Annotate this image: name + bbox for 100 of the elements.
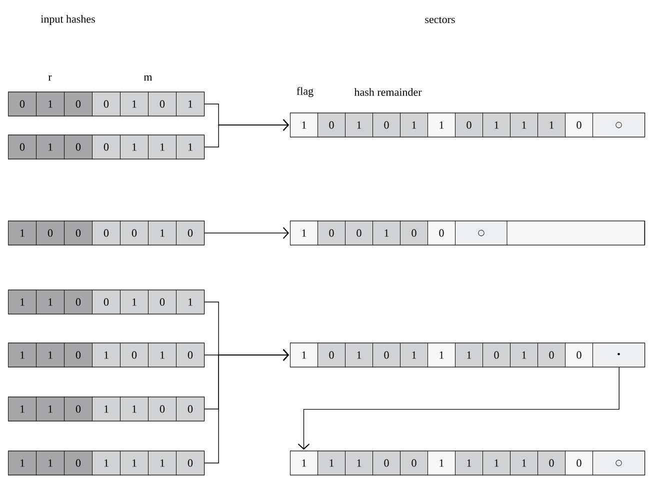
bit-cell: 1 [345, 342, 373, 368]
field-label: flag [296, 86, 314, 98]
bit-cell: 1 [8, 220, 36, 246]
flag-cell: 1 [290, 342, 318, 368]
hash-row [8, 220, 205, 246]
hash-row [8, 396, 205, 422]
bit-cell: 0 [64, 134, 92, 160]
bit-cell: 0 [92, 92, 120, 116]
bit-cell: 1 [92, 396, 120, 422]
bit-cell: 0 [318, 220, 346, 246]
bit-cell: 0 [318, 112, 346, 138]
field-label: hash remainder [354, 88, 422, 96]
bit-cell: 0 [120, 342, 148, 368]
bit-cell: 1 [36, 290, 64, 314]
hash-row [8, 290, 205, 314]
bit-cell: 1 [36, 342, 64, 368]
bit-cell: 1 [482, 112, 510, 138]
bit-cell: 1 [36, 396, 64, 422]
bit-cell: 1 [120, 134, 148, 160]
bit-cell: 1 [400, 112, 428, 138]
bit-cell: 0 [64, 450, 92, 476]
section-heading: input hashes [40, 15, 95, 25]
bit-cell: 1 [92, 342, 120, 368]
bit-cell: 0 [176, 450, 204, 476]
bit-cell: 1 [8, 342, 36, 368]
bit-cell: 0 [455, 112, 483, 138]
bit-cell: 1 [92, 450, 120, 476]
bit-cell: 1 [120, 92, 148, 116]
bit-cell: 1 [36, 134, 64, 160]
bit-cell: 0 [148, 396, 176, 422]
bit-cell: 0 [8, 134, 36, 160]
bit-cell: 0 [176, 220, 204, 246]
bit-cell: 1 [510, 112, 538, 138]
bit-cell: 0 [36, 220, 64, 246]
arrow [204, 349, 289, 464]
hash-row [8, 134, 205, 160]
bit-cell: 1 [176, 92, 204, 116]
pointer-cell: ○ [592, 112, 645, 138]
bit-cell: 0 [372, 112, 400, 138]
hash-row [8, 450, 205, 476]
bit-cell: 0 [92, 134, 120, 160]
bit-cell: 1 [510, 342, 538, 368]
bit-cell: 1 [148, 134, 176, 160]
bit-cell: 1 [455, 450, 483, 476]
bit-cell: 0 [120, 220, 148, 246]
bit-cell: 0 [64, 290, 92, 314]
bit-cell: 0 [538, 450, 566, 476]
flag-cell: 0 [428, 220, 456, 246]
bit-cell: 1 [345, 112, 373, 138]
arrow [204, 119, 289, 148]
bit-cell: 1 [482, 450, 510, 476]
bit-cell: 0 [176, 342, 204, 368]
bit-cell: 1 [455, 342, 483, 368]
bit-cell: 0 [92, 220, 120, 246]
bit-cell: 0 [64, 342, 92, 368]
bit-cell: 1 [148, 342, 176, 368]
bit-cell: 1 [36, 92, 64, 116]
bit-cell: 1 [372, 220, 400, 246]
flag-cell: 1 [428, 342, 456, 368]
bit-cell: 0 [345, 220, 373, 246]
bit-cell: 0 [148, 92, 176, 116]
bit-cell: 1 [176, 134, 204, 160]
flag-cell: 0 [565, 112, 593, 138]
pointer-cell: • [592, 342, 645, 368]
arrow [204, 227, 289, 239]
bit-cell: 0 [538, 342, 566, 368]
bit-cell: 0 [400, 450, 428, 476]
sector-row [290, 450, 646, 476]
bit-cell: 0 [318, 342, 346, 368]
flag-cell: 1 [428, 112, 456, 138]
bit-cell: 1 [148, 450, 176, 476]
bit-cell: 1 [148, 220, 176, 246]
bit-cell: 0 [176, 396, 204, 422]
flag-cell: 1 [290, 112, 318, 138]
bit-cell: 1 [36, 450, 64, 476]
bit-cell: 1 [400, 342, 428, 368]
bit-cell: 1 [120, 450, 148, 476]
bit-cell: 1 [8, 290, 36, 314]
bit-cell: 0 [400, 220, 428, 246]
bit-cell: 0 [148, 290, 176, 314]
bit-cell: 0 [64, 396, 92, 422]
flag-cell: 1 [290, 450, 318, 476]
bit-cell: 1 [538, 112, 566, 138]
bit-cell: 0 [92, 290, 120, 314]
bit-cell: 0 [482, 342, 510, 368]
bit-cell: 0 [64, 220, 92, 246]
flag-cell: 1 [290, 220, 318, 246]
field-label: r [48, 75, 52, 81]
bit-cell: 1 [318, 450, 346, 476]
bit-cell: 1 [510, 450, 538, 476]
sector-row [290, 220, 646, 246]
bit-cell: 1 [345, 450, 373, 476]
sector-row [290, 342, 646, 368]
bit-cell: 1 [120, 396, 148, 422]
flag-cell: 0 [565, 342, 593, 368]
pointer-cell: ○ [455, 220, 508, 246]
field-label: m [144, 75, 152, 81]
bit-cell: 1 [8, 396, 36, 422]
pointer-cell: ○ [592, 450, 645, 476]
arrow [298, 366, 620, 450]
